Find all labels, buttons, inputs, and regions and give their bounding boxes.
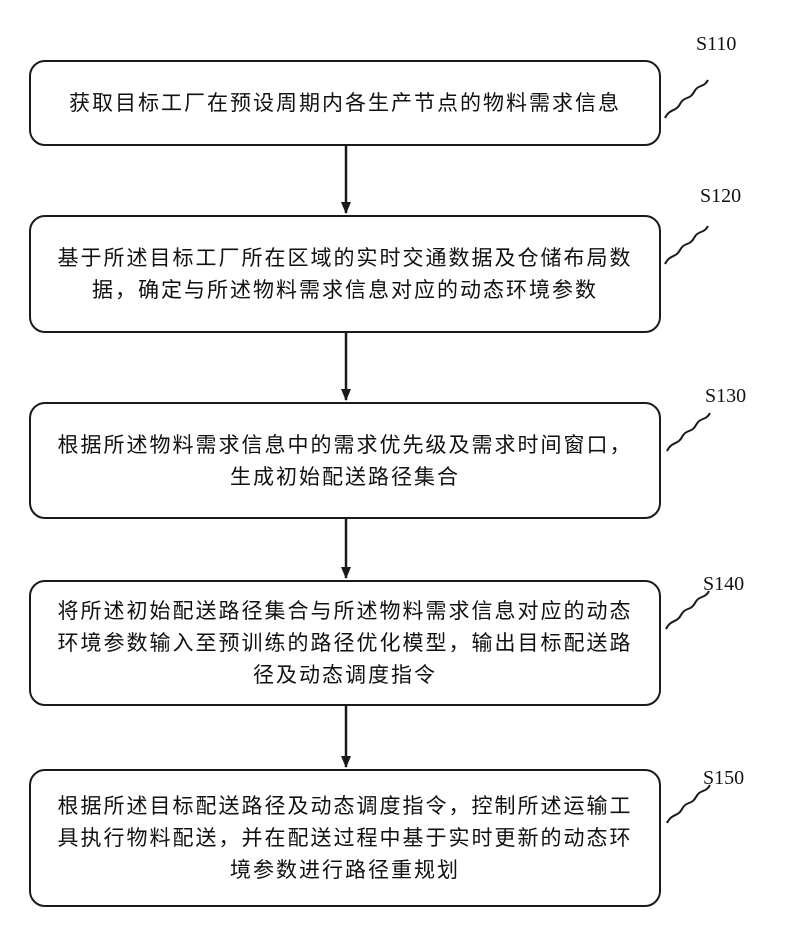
step-box-s140: 将所述初始配送路径集合与所述物料需求信息对应的动态 环境参数输入至预训练的路径优… bbox=[29, 580, 661, 706]
step-box-s130: 根据所述物料需求信息中的需求优先级及需求时间窗口， 生成初始配送路径集合 bbox=[29, 402, 661, 519]
leader-s150 bbox=[667, 785, 710, 823]
leader-s120 bbox=[665, 226, 708, 264]
step-box-s150: 根据所述目标配送路径及动态调度指令，控制所述运输工 具执行物料配送，并在配送过程… bbox=[29, 769, 661, 907]
leader-s110 bbox=[665, 80, 708, 118]
step-text-s120: 基于所述目标工厂所在区域的实时交通数据及仓储布局数 据，确定与所述物料需求信息对… bbox=[58, 242, 633, 306]
step-id-s130: S130 bbox=[705, 385, 746, 407]
step-id-s110: S110 bbox=[696, 33, 736, 55]
step-text-s130: 根据所述物料需求信息中的需求优先级及需求时间窗口， 生成初始配送路径集合 bbox=[58, 429, 633, 493]
step-text-s140: 将所述初始配送路径集合与所述物料需求信息对应的动态 环境参数输入至预训练的路径优… bbox=[58, 595, 633, 691]
step-box-s110: 获取目标工厂在预设周期内各生产节点的物料需求信息 bbox=[29, 60, 661, 146]
leader-s130 bbox=[667, 413, 710, 451]
step-text-s110: 获取目标工厂在预设周期内各生产节点的物料需求信息 bbox=[69, 87, 621, 119]
step-box-s120: 基于所述目标工厂所在区域的实时交通数据及仓储布局数 据，确定与所述物料需求信息对… bbox=[29, 215, 661, 333]
step-text-s150: 根据所述目标配送路径及动态调度指令，控制所述运输工 具执行物料配送，并在配送过程… bbox=[58, 790, 633, 886]
step-id-s140: S140 bbox=[703, 573, 744, 595]
leader-s140 bbox=[666, 591, 709, 629]
step-id-s150: S150 bbox=[703, 767, 744, 789]
step-id-s120: S120 bbox=[700, 185, 741, 207]
